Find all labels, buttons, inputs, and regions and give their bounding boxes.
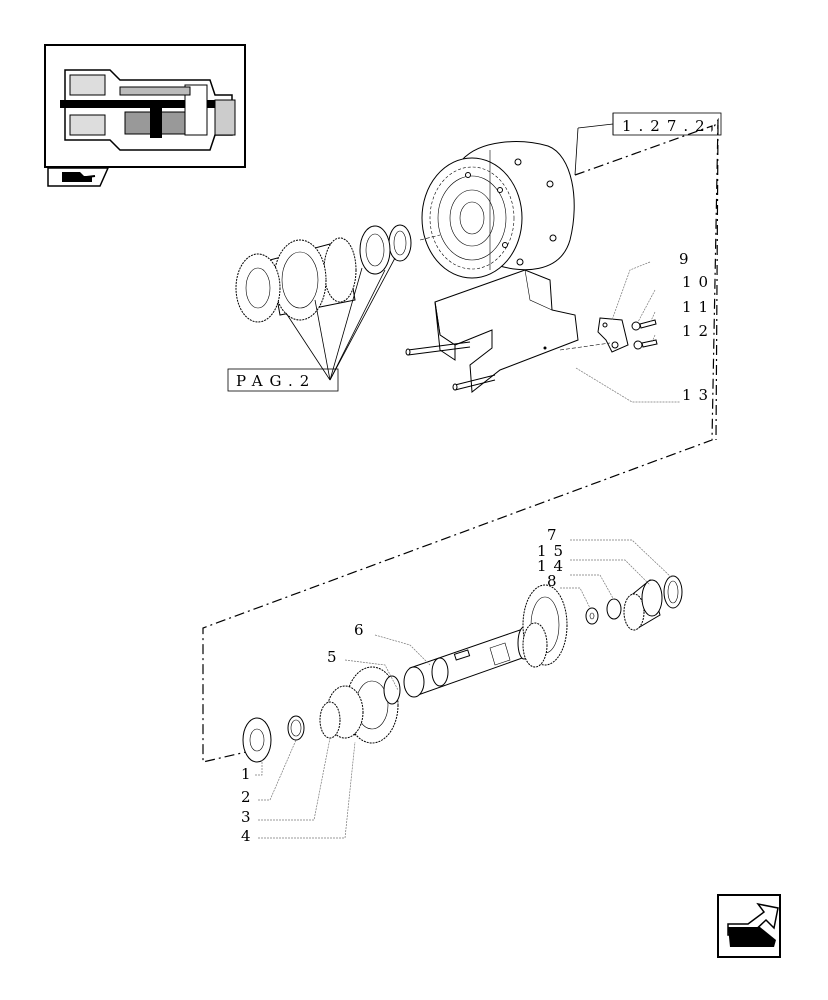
transmission-thumbnail-icon[interactable] xyxy=(44,44,246,168)
callout-15[interactable]: 15 xyxy=(537,542,570,560)
callout-10[interactable]: 10 xyxy=(682,273,715,291)
callout-4[interactable]: 4 xyxy=(241,827,258,845)
shaft-gear-large xyxy=(522,584,568,668)
callout-13[interactable]: 13 xyxy=(682,386,715,404)
snap-ring-upper xyxy=(388,224,412,262)
callout-6[interactable]: 6 xyxy=(354,621,371,639)
top-reference-label[interactable]: 1.27.2 xyxy=(622,117,712,135)
callout-8[interactable]: 8 xyxy=(547,572,564,590)
bearing-upper xyxy=(359,225,391,275)
callout-7[interactable]: 7 xyxy=(547,526,564,544)
snap-ring-14 xyxy=(606,598,622,620)
screw-10 xyxy=(631,319,657,331)
callout-1[interactable]: 1 xyxy=(241,765,258,783)
gear-pack-4 xyxy=(326,666,401,744)
callout-5[interactable]: 5 xyxy=(327,648,344,666)
page-reference-box[interactable] xyxy=(227,368,339,392)
callout-12[interactable]: 12 xyxy=(682,322,715,340)
callout-2[interactable]: 2 xyxy=(241,788,258,806)
page-reference-label[interactable]: PAG.2 xyxy=(236,372,316,390)
snap-ring-7 xyxy=(663,575,683,609)
spline-hub-3 xyxy=(319,701,341,739)
main-shaft xyxy=(403,626,531,698)
callout-14[interactable]: 14 xyxy=(537,557,570,575)
callout-3[interactable]: 3 xyxy=(241,808,258,826)
thrust-washer-1 xyxy=(242,717,272,763)
callout-9[interactable]: 9 xyxy=(679,250,696,268)
washer-8 xyxy=(585,607,599,625)
bracket-plate xyxy=(597,317,629,353)
upper-gear-cluster xyxy=(235,237,357,323)
needle-bearing-15 xyxy=(623,579,663,631)
snap-ring-2 xyxy=(287,715,305,741)
screw-12 xyxy=(633,339,658,350)
callout-11[interactable]: 11 xyxy=(682,298,715,316)
book-tab-icon[interactable] xyxy=(47,167,110,187)
clutch-drum xyxy=(421,141,575,279)
previous-page-arrow-icon[interactable] xyxy=(717,894,781,958)
shield-guard xyxy=(405,269,579,393)
